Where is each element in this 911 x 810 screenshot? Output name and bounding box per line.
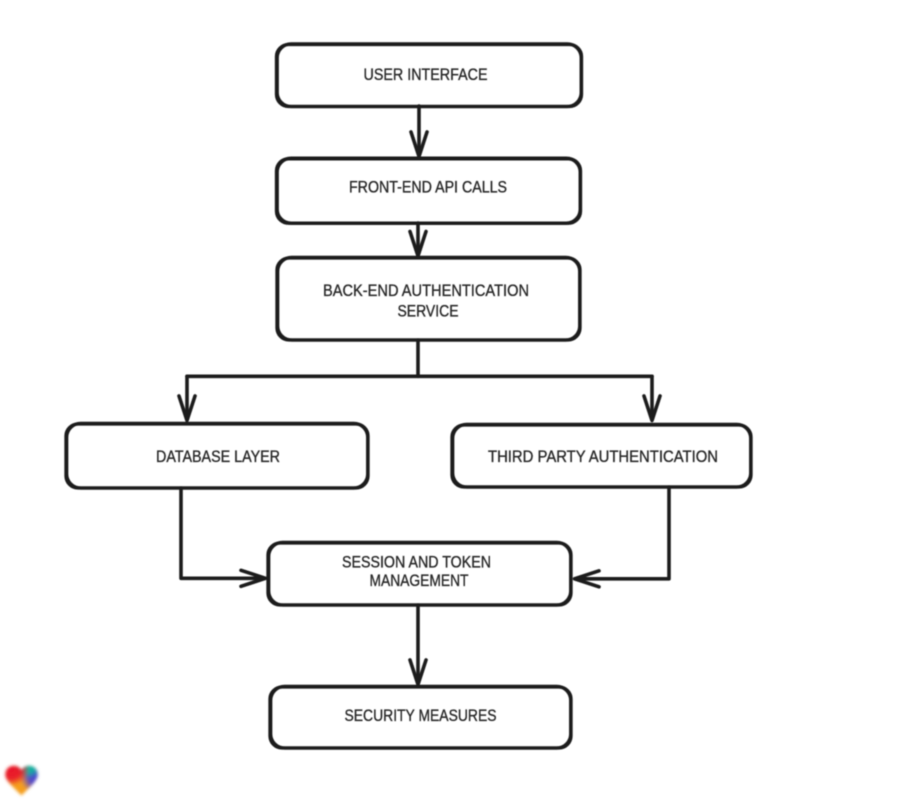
svg-text:USER INTERFACE: USER INTERFACE <box>364 65 488 84</box>
svg-text:FRONT-END API CALLS: FRONT-END API CALLS <box>349 178 507 197</box>
svg-text:SERVICE: SERVICE <box>398 302 459 321</box>
svg-text:SESSION AND TOKEN: SESSION AND TOKEN <box>342 553 491 572</box>
svg-text:SECURITY MEASURES: SECURITY MEASURES <box>345 706 497 725</box>
svg-text:MANAGEMENT: MANAGEMENT <box>370 571 469 590</box>
svg-text:THIRD PARTY AUTHENTICATION: THIRD PARTY AUTHENTICATION <box>488 447 718 466</box>
svg-text:DATABASE LAYER: DATABASE LAYER <box>156 447 280 466</box>
svg-text:BACK-END AUTHENTICATION: BACK-END AUTHENTICATION <box>323 281 529 300</box>
